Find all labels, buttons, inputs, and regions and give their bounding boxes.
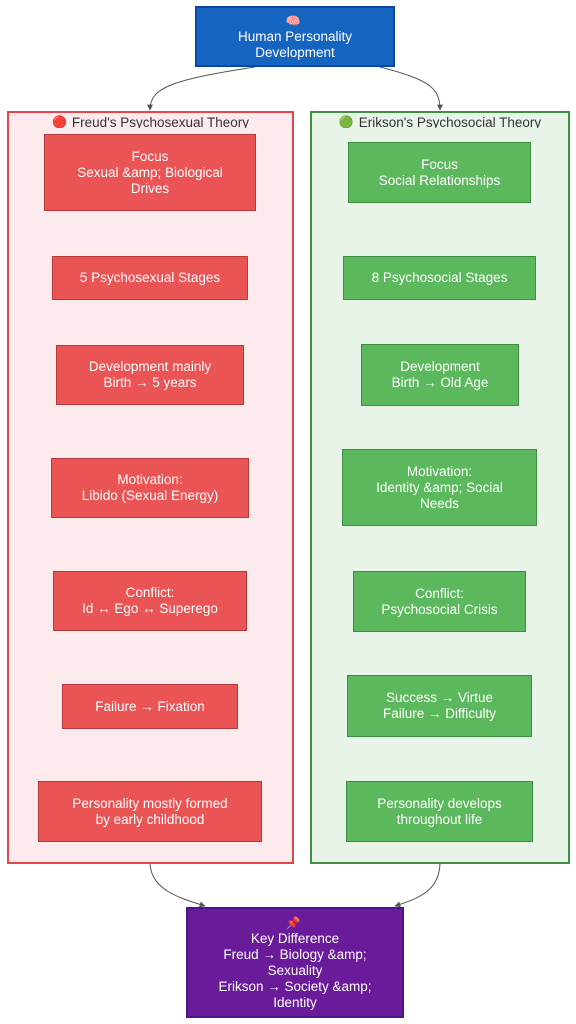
node-line: Id ↔ Ego ↔ Superego	[82, 601, 218, 616]
node-line: Birth → 5 years	[103, 375, 197, 390]
edge-root-to-erikson	[379, 66, 443, 111]
erikson-success-node: Success → Virtue Failure → Difficulty	[347, 675, 532, 737]
node-line: Psychosocial Crisis	[381, 601, 498, 617]
node-line: 5 Psychosexual Stages	[79, 270, 221, 285]
red-circle-icon: 🔴	[51, 115, 67, 128]
freud-cluster-title: 🔴 Freud's Psychosexual Theory	[9, 114, 292, 128]
node-line: Motivation:	[406, 463, 473, 479]
freud-cluster-label: Freud's Psychosexual Theory	[71, 115, 250, 128]
node-line: Development mainly	[88, 359, 212, 374]
node-line: Sexual &amp; Biological	[77, 164, 223, 180]
node-line: Needs	[419, 495, 459, 511]
node-line: Personality develops	[377, 795, 502, 811]
root-node: 🧠Human Personality Development	[195, 6, 395, 67]
freud-motivation-node: Motivation: Libido (Sexual Energy)	[51, 458, 249, 518]
node-line: Motivation:	[117, 472, 183, 487]
erikson-conflict-node: Conflict: Psychosocial Crisis	[353, 571, 526, 632]
erikson-motivation-node: Motivation: Identity &amp; Social Needs	[342, 449, 537, 526]
erikson-cluster-title: 🟢 Erikson's Psychosocial Theory	[312, 114, 568, 128]
node-line: Freud → Biology &amp;	[223, 946, 367, 962]
node-line: Success → Virtue	[385, 690, 494, 705]
node-line: Failure → Fixation	[95, 698, 205, 714]
freud-stages-node: 5 Psychosexual Stages	[52, 256, 248, 300]
edge-root-to-freud	[147, 66, 256, 111]
root-title-line2: Development	[255, 44, 335, 60]
node-line: Identity &amp; Social	[376, 479, 503, 495]
pushpin-icon: 📌	[285, 915, 301, 930]
node-line: Conflict:	[125, 585, 175, 600]
node-line: Identity	[273, 994, 317, 1010]
key-difference-node: 📌Key Difference Freud → Biology &amp; Se…	[186, 907, 404, 1018]
freud-development-node: Development mainly Birth → 5 years	[56, 345, 244, 405]
node-line: throughout life	[396, 811, 483, 827]
freud-personality-node: Personality mostly formed by early child…	[38, 781, 262, 842]
node-line: Erikson → Society &amp;	[218, 978, 372, 994]
node-line: Conflict:	[415, 585, 464, 601]
freud-failure-node: Failure → Fixation	[62, 684, 238, 729]
green-circle-icon: 🟢	[338, 115, 354, 128]
root-title-line1: Human Personality	[237, 28, 353, 44]
freud-focus-node: Focus Sexual &amp; Biological Drives	[44, 134, 256, 211]
erikson-development-node: Development Birth → Old Age	[361, 344, 519, 406]
erikson-personality-node: Personality develops throughout life	[346, 781, 533, 842]
erikson-focus-node: Focus Social Relationships	[348, 142, 531, 203]
node-line: Libido (Sexual Energy)	[81, 488, 219, 503]
node-line: Sexuality	[267, 962, 323, 978]
node-line: Focus	[131, 148, 169, 164]
freud-conflict-node: Conflict: Id ↔ Ego ↔ Superego	[53, 571, 247, 631]
erikson-stages-node: 8 Psychosocial Stages	[343, 256, 536, 300]
node-line: Birth → Old Age	[391, 375, 489, 390]
node-line: Personality mostly formed	[72, 795, 228, 811]
node-line: Failure → Difficulty	[382, 706, 497, 721]
node-line: by early childhood	[95, 811, 205, 827]
erikson-cluster-label: Erikson's Psychosocial Theory	[358, 115, 542, 128]
node-line: Focus	[421, 156, 458, 172]
node-line: Social Relationships	[378, 172, 501, 188]
node-line: Drives	[130, 180, 170, 196]
node-line: Development	[400, 359, 480, 374]
key-difference-title: Key Difference	[250, 930, 340, 946]
brain-icon: 🧠	[285, 13, 301, 28]
node-line: 8 Psychosocial Stages	[371, 270, 508, 285]
